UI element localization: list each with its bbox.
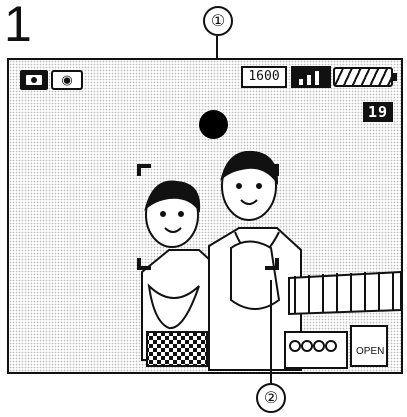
resolution-badge: 1600 [241, 66, 287, 88]
remaining-shots-counter: 19 [363, 102, 393, 122]
step-number: 1 [4, 0, 32, 54]
camera-icon [20, 70, 48, 90]
callout-2: ② [256, 383, 286, 413]
callout-2-leader-line [270, 280, 272, 384]
callout-1: ① [203, 6, 233, 36]
battery-icon [333, 67, 393, 87]
svg-text:OPEN: OPEN [356, 346, 384, 357]
shop-stall: OPEN [285, 272, 401, 368]
lcd-screen: OPEN ◉ 1600 19 [7, 58, 403, 374]
stabilizer-icon: ◉ [51, 70, 83, 90]
quality-icon [291, 66, 331, 88]
focus-area-indicator [199, 110, 228, 139]
scene-illustration: OPEN [9, 60, 401, 372]
